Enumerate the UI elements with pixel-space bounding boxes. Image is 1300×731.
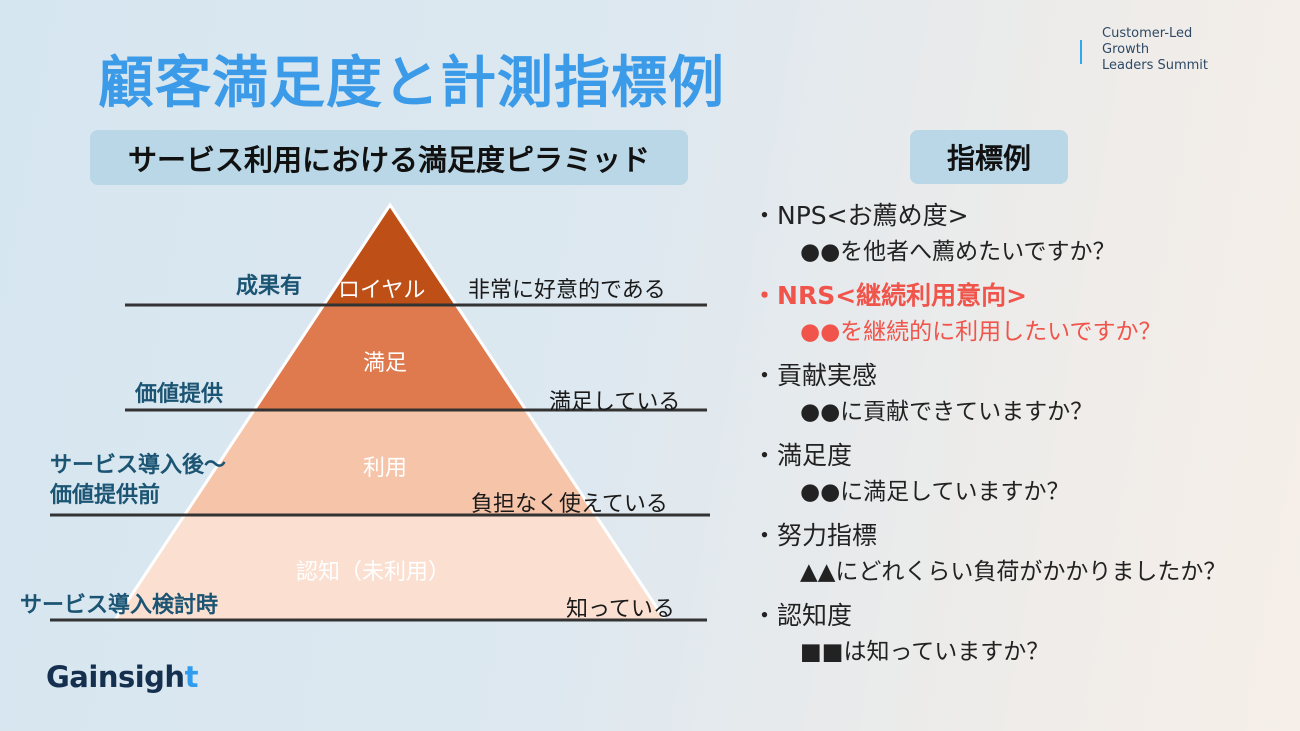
indicator-item: ・貢献実感●●に貢献できていますか？ bbox=[752, 356, 1226, 432]
indicator-item-highlighted: ・NRS<継続利用意向>●●を継続的に利用したいですか？ bbox=[752, 276, 1226, 352]
level-name: ロイヤル bbox=[338, 278, 426, 303]
brand-line: Growth bbox=[1102, 42, 1150, 57]
indicators-heading: 指標例 bbox=[910, 130, 1068, 184]
pyramid-heading: サービス利用における満足度ピラミッド bbox=[90, 130, 688, 185]
level-name: 利用 bbox=[363, 456, 408, 481]
slide-title: 顧客満足度と計測指標例 bbox=[98, 51, 725, 116]
level-left-label: 価値提供 bbox=[135, 382, 224, 407]
indicator-item: ・満足度●●に満足していますか？ bbox=[752, 436, 1226, 512]
pyramid-level-satisfied bbox=[255, 305, 525, 410]
indicator-question: ●●を継続的に利用したいですか？ bbox=[800, 319, 1162, 345]
level-left-label: 成果有 bbox=[236, 274, 303, 299]
level-right-label: 非常に好意的である bbox=[468, 278, 666, 303]
pyramid-level-usage bbox=[185, 410, 595, 515]
brand-divider bbox=[1080, 40, 1082, 64]
level-name: 認知（未利用） bbox=[296, 560, 451, 585]
level-left-label: 価値提供前 bbox=[50, 483, 161, 508]
indicator-question: ■■は知っていますか？ bbox=[800, 639, 1050, 665]
indicator-item: ・NPS<お薦め度>●●を他者へ薦めたいですか？ bbox=[752, 196, 1226, 272]
level-right-label: 負担なく使えている bbox=[471, 492, 668, 517]
indicator-list: ・NPS<お薦め度>●●を他者へ薦めたいですか？ ・NRS<継続利用意向>●●を… bbox=[752, 196, 1226, 676]
indicator-question: ●●に満足していますか？ bbox=[800, 479, 1070, 505]
indicator-title: NRS<継続利用意向> bbox=[777, 281, 1028, 310]
level-left-label: サービス導入後〜 bbox=[50, 453, 227, 478]
indicator-item: ・認知度■■は知っていますか？ bbox=[752, 596, 1226, 672]
pyramid-level-loyal bbox=[323, 205, 457, 305]
pyramid-level-awareness bbox=[115, 515, 665, 620]
brand-line: Customer-Led bbox=[1102, 26, 1193, 41]
indicator-question: ●●に貢献できていますか？ bbox=[800, 399, 1094, 425]
indicator-item: ・努力指標▲▲にどれくらい負荷がかかりましたか？ bbox=[752, 516, 1226, 592]
gainsight-logo: Gainsight bbox=[46, 660, 198, 694]
indicator-title: NPS<お薦め度> bbox=[777, 201, 969, 230]
level-right-label: 知っている bbox=[566, 597, 675, 622]
level-right-label: 満足している bbox=[549, 390, 681, 415]
indicator-title: 貢献実感 bbox=[777, 361, 878, 390]
brand-line: Leaders Summit bbox=[1102, 58, 1209, 73]
indicator-title: 努力指標 bbox=[777, 521, 878, 550]
level-left-label: サービス導入検討時 bbox=[20, 593, 219, 618]
level-name: 満足 bbox=[363, 351, 408, 376]
indicator-title: 認知度 bbox=[777, 601, 853, 630]
event-brand: Customer-Led Growth Leaders Summit bbox=[1080, 26, 1208, 74]
indicator-title: 満足度 bbox=[777, 441, 853, 470]
indicator-question: ●●を他者へ薦めたいですか？ bbox=[800, 239, 1116, 265]
indicator-question: ▲▲にどれくらい負荷がかかりましたか？ bbox=[800, 559, 1227, 585]
